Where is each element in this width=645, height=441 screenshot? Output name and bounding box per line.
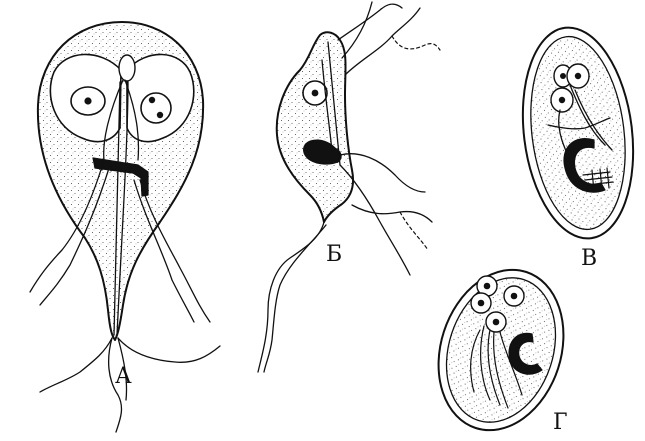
organism-v-cyst (521, 26, 635, 240)
organism-g-cyst-wall-inner (445, 277, 557, 423)
organism-a-basal-body (118, 54, 136, 82)
organism-g-cyst (437, 268, 565, 432)
organism-b-body (275, 31, 355, 223)
organism-a-nucleus-right (140, 92, 172, 124)
figure-label-a: А (115, 364, 132, 389)
figure-label-g: Г (553, 410, 568, 435)
figure-label-b: Б (326, 242, 343, 267)
organism-a-trophozoite (29, 21, 221, 433)
organism-b-trophozoite (257, 1, 441, 373)
organism-g-median-body (508, 332, 543, 375)
organism-a-median-body (92, 157, 149, 197)
figure-label-v: В (581, 246, 598, 271)
